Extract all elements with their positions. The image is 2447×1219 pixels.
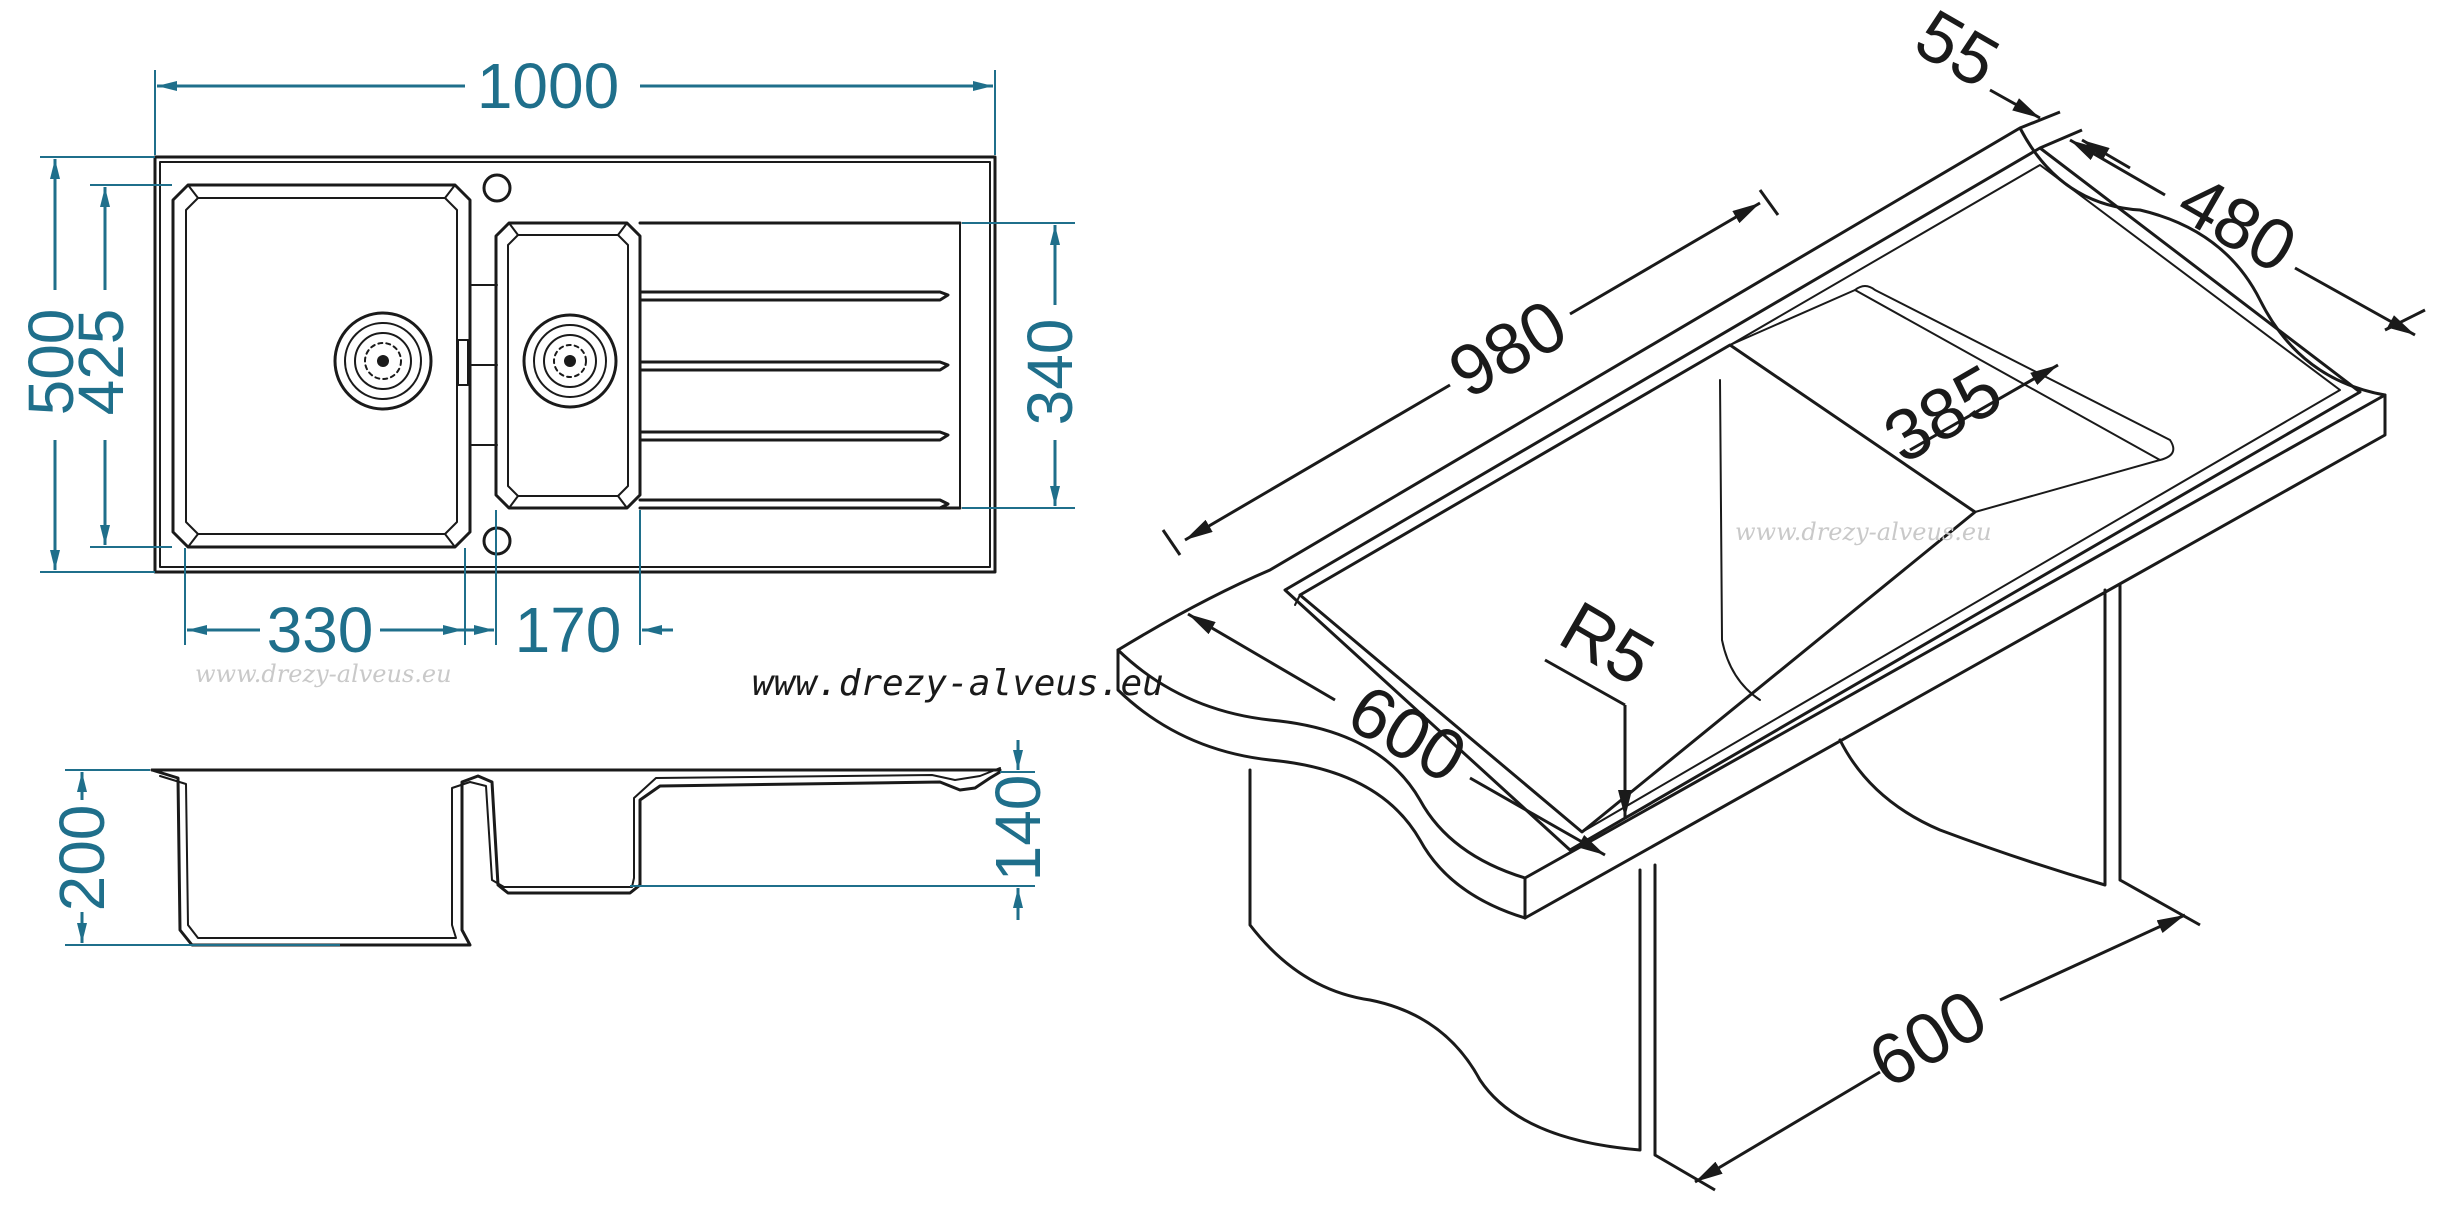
iso-view: 980 55 480 385 R5: [1116, 0, 2426, 1192]
dim-340-label: 340: [1014, 319, 1086, 426]
countertop-top-face: [1116, 126, 2387, 880]
dim-600-counter-label: 600: [1335, 670, 1479, 799]
side-view: 200 140: [46, 740, 1054, 947]
dim-cutout-length: 980: [1161, 189, 1780, 556]
small-bowl: [494, 221, 642, 510]
dim-overall-depth: 500: [15, 156, 155, 573]
sink-cutout: [1283, 146, 2362, 852]
dim-1000-label: 1000: [477, 50, 619, 122]
dim-385-label: 385: [1871, 350, 2015, 479]
dim-edge-offset: 55: [1902, 0, 2131, 170]
watermark-iso-view: www.drezy-alveus.eu: [1735, 518, 1992, 546]
dim-corner-radius: R5: [1544, 587, 1667, 818]
cabinet-left-side: [1248, 768, 1642, 1152]
tap-hole-top: [482, 173, 512, 203]
dim-large-bowl-width: 330: [184, 548, 466, 666]
small-bowl-drain: [522, 313, 618, 409]
dim-small-bowl-height: 140: [630, 740, 1054, 920]
dim-bowl-depth: 425: [65, 184, 172, 548]
drainer-board: [638, 221, 962, 510]
dim-55-label: 55: [1902, 0, 2011, 104]
side-view-profile: [150, 768, 1002, 947]
top-view: 1000 500 425 340: [15, 50, 1086, 688]
dim-170-label: 170: [515, 594, 622, 666]
dim-600-cabinet-label: 600: [1856, 975, 2000, 1104]
top-view-outline: [153, 155, 997, 574]
dim-small-bowl-width: 170: [463, 510, 673, 666]
dim-cabinet-width: 600: [1654, 878, 2201, 1192]
dim-500-label: 500: [15, 309, 87, 416]
dim-small-bowl-depth: 340: [962, 222, 1086, 509]
large-bowl: [171, 183, 472, 549]
website-caption: www.drezy-alveus.eu: [752, 663, 1164, 704]
dim-200-label: 200: [46, 805, 118, 912]
dim-425-label: 425: [65, 309, 137, 416]
dim-overall-width: 1000: [154, 50, 996, 155]
dim-330-label: 330: [267, 594, 374, 666]
watermark-top-view: www.drezy-alveus.eu: [195, 660, 452, 688]
dim-480-label: 480: [2165, 160, 2309, 289]
large-bowl-drain: [333, 311, 433, 411]
dim-large-bowl-height: 200: [46, 769, 340, 946]
dim-980-label: 980: [1436, 285, 1580, 414]
cabinet-right-side: [1838, 588, 2107, 887]
dim-140-label: 140: [982, 775, 1054, 882]
dim-r5-label: R5: [1547, 587, 1667, 702]
